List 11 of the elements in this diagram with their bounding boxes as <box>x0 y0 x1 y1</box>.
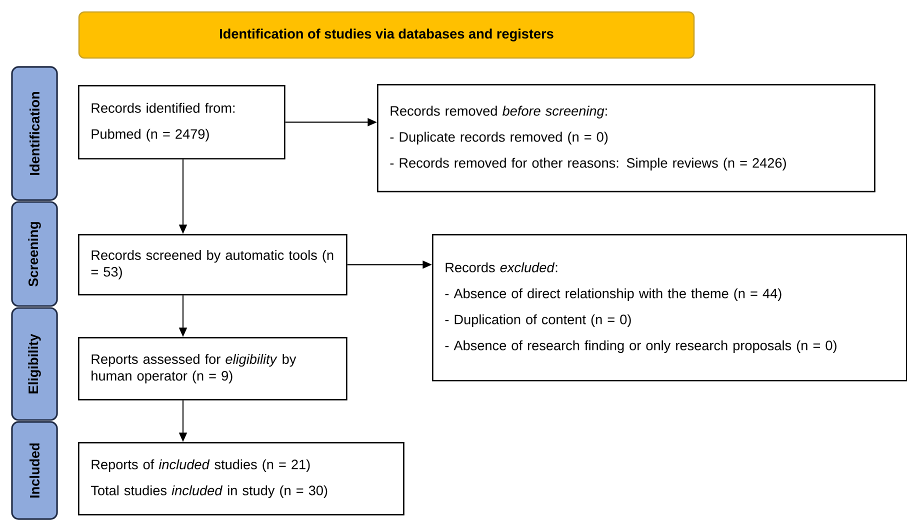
stage-band: Included <box>11 421 58 520</box>
process-box: Records screened by automatic tools (n = 53) <box>78 234 348 296</box>
process-box: Records removed before screening: - Duplicate records removed (n = 0) - Records removed for other reasons: Simple reviews (n = 2426) <box>377 84 876 192</box>
title-banner: Identification of studies via databases and registers <box>78 11 695 59</box>
stage-band: Identification <box>11 66 58 201</box>
process-box: Reports assessed for eligibility by human operator (n = 9) <box>78 337 348 400</box>
stage-band: Screening <box>11 201 58 307</box>
process-box: Records excluded: - Absence of direct relationship with the theme (n = 44) - Duplication of content (n = 0) - Absence of research finding or only research proposals (n = 0) <box>432 234 907 382</box>
stage-band: Eligibility <box>11 307 58 421</box>
process-box: Reports of included studies (n = 21) Total studies included in study (n = 30) <box>78 442 404 516</box>
process-box: Records identified from: Pubmed (n = 2479) <box>78 85 286 160</box>
